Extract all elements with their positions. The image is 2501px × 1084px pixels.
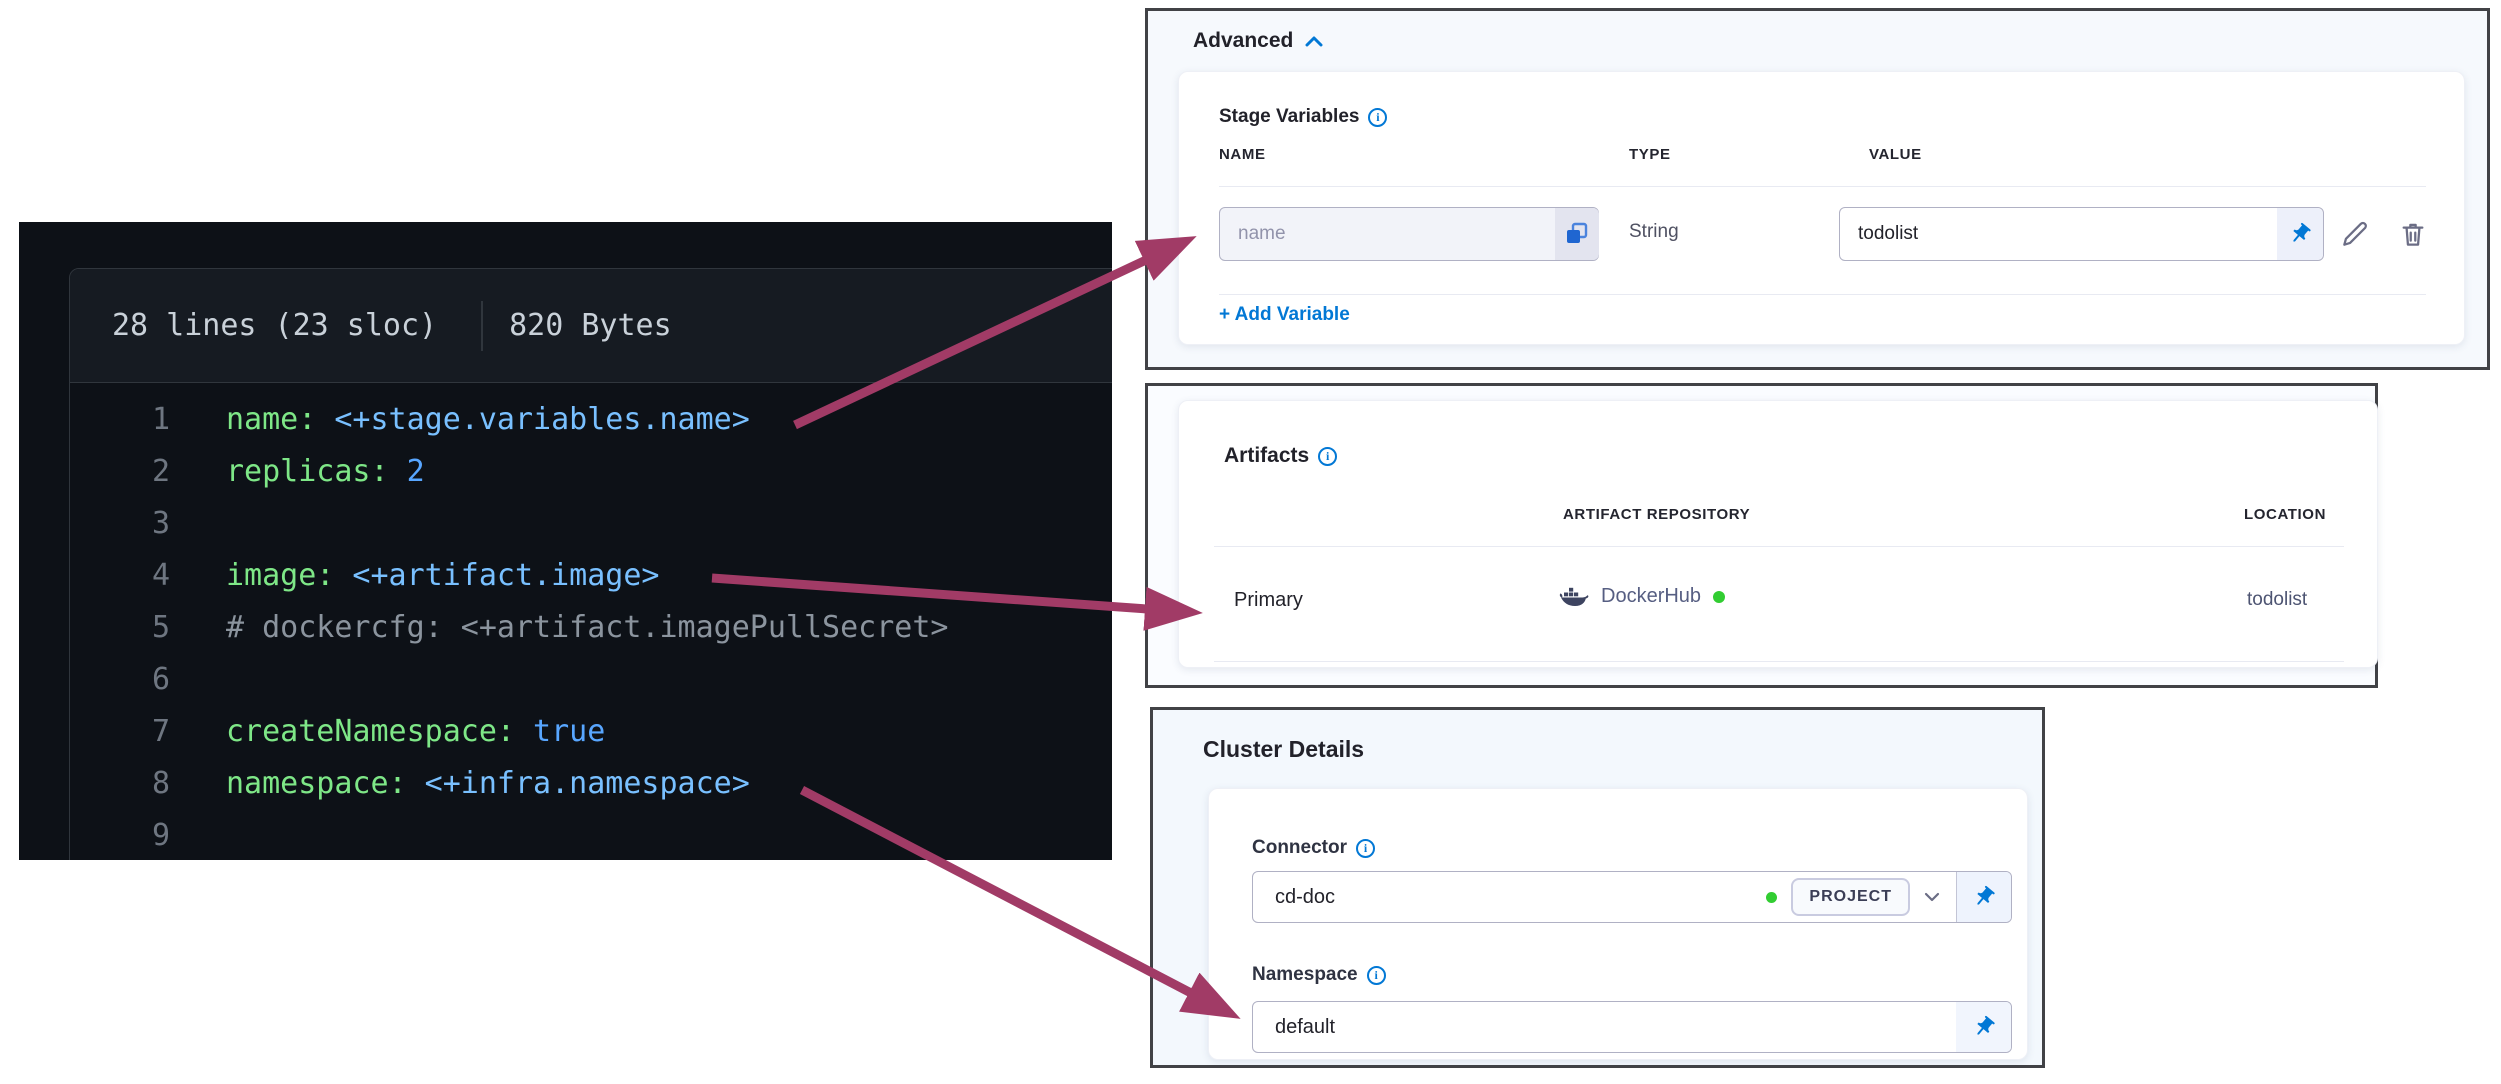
column-header-type: TYPE	[1629, 146, 1671, 163]
code-line: 4 image: <+artifact.image>	[70, 550, 1112, 602]
cluster-details-card: Connector i cd-doc PROJECT	[1208, 788, 2028, 1060]
info-icon[interactable]: i	[1318, 446, 1338, 466]
connector-status-dot	[1713, 590, 1726, 603]
line-number: 3	[151, 506, 170, 541]
column-header-name: NAME	[1219, 146, 1266, 163]
yaml-expression: <+infra.namespace>	[406, 766, 750, 801]
yaml-key: namespace:	[226, 766, 407, 801]
stage-variables-card: Stage Variables i NAME TYPE VALUE String…	[1178, 71, 2465, 345]
fixed-value-pin-button[interactable]	[2277, 208, 2323, 260]
variable-value-input[interactable]: todolist	[1839, 207, 2324, 261]
info-icon[interactable]: i	[1356, 838, 1375, 858]
divider	[1214, 546, 2344, 547]
connector-status-dot	[1766, 891, 1778, 903]
advanced-section-toggle[interactable]: Advanced	[1193, 29, 1323, 53]
github-file-box: 28 lines (23 sloc) 820 Bytes 1 name: <+st…	[69, 268, 1112, 860]
namespace-label: Namespace	[1252, 964, 1358, 985]
code-line: 7 createNamespace: true	[70, 706, 1112, 758]
chevron-down-icon[interactable]	[1924, 892, 1940, 902]
yaml-key: image:	[226, 558, 335, 593]
column-header-value: VALUE	[1869, 146, 1922, 163]
yaml-expression: <+artifact.image>	[334, 558, 660, 593]
delete-trash-icon[interactable]	[2397, 218, 2429, 250]
code-line: 5 # dockercfg: <+artifact.imagePullSecret…	[70, 602, 1112, 654]
yaml-expression: <+stage.variables.name>	[316, 402, 750, 437]
code-line: 3	[70, 498, 1112, 550]
code-line: 1 name: <+stage.variables.name>	[70, 394, 1112, 446]
line-number: 8	[151, 766, 170, 801]
connector-value: cd-doc	[1275, 885, 1336, 908]
yaml-literal: true	[514, 714, 606, 749]
artifacts-title: Artifacts	[1224, 444, 1310, 467]
variable-type: String	[1629, 221, 1679, 242]
pin-icon	[2293, 222, 2311, 242]
line-number: 1	[151, 402, 170, 437]
connector-label: Connector	[1252, 837, 1347, 858]
divider	[1219, 294, 2426, 295]
line-number: 6	[151, 662, 170, 697]
stage-variables-title: Stage Variables	[1219, 106, 1360, 127]
chevron-up-icon[interactable]	[1305, 36, 1323, 47]
line-number: 4	[151, 558, 170, 593]
connector-input[interactable]: cd-doc PROJECT	[1252, 871, 2012, 923]
info-icon[interactable]: i	[1368, 107, 1388, 127]
info-icon[interactable]: i	[1366, 965, 1386, 985]
code-line: 6	[70, 654, 1112, 706]
artifact-row[interactable]: Primary DockerHub	[1179, 549, 2377, 661]
header-divider	[481, 300, 484, 351]
divider	[1214, 661, 2344, 662]
fixed-value-pin-button[interactable]	[1956, 872, 2011, 922]
code-line: 8 namespace: <+infra.namespace>	[70, 758, 1112, 810]
line-number: 7	[151, 714, 170, 749]
line-number: 5	[151, 610, 170, 645]
stage-variable-row: String todolist	[1179, 207, 2464, 263]
copy-icon	[1567, 222, 1588, 243]
pin-icon	[1976, 1015, 1995, 1035]
pin-icon	[1977, 885, 1995, 905]
code-editor-panel: 28 lines (23 sloc) 820 Bytes 1 name: <+st…	[19, 222, 1112, 860]
column-header-artifact-repository: ARTIFACT REPOSITORY	[1563, 506, 1751, 523]
yaml-comment: # dockercfg: <+artifact.imagePullSecret>	[226, 610, 949, 645]
yaml-key: name:	[226, 402, 317, 437]
artifacts-card: Artifacts i ARTIFACT REPOSITORY LOCATION…	[1178, 400, 2378, 668]
add-variable-button[interactable]: + Add Variable	[1219, 304, 1350, 325]
cluster-details-panel: Cluster Details Connector i cd-doc PROJE…	[1150, 707, 2045, 1068]
edit-pencil-icon[interactable]	[2339, 218, 2371, 250]
file-size-info: 820 Bytes	[509, 308, 672, 343]
namespace-value: default	[1275, 1015, 1336, 1038]
advanced-title: Advanced	[1193, 29, 1294, 52]
artifact-label: Primary	[1234, 589, 1303, 611]
yaml-key: createNamespace:	[226, 714, 515, 749]
file-lines-info: 28 lines (23 sloc)	[112, 308, 438, 343]
code-line: 9	[70, 810, 1112, 860]
artifact-repository-name: DockerHub	[1601, 585, 1702, 607]
yaml-key: replicas:	[226, 454, 389, 489]
variable-name-input[interactable]	[1219, 207, 1599, 261]
column-header-location: LOCATION	[2244, 506, 2327, 523]
variable-value: todolist	[1858, 223, 1919, 244]
docker-whale-icon	[1559, 587, 1589, 606]
yaml-literal: 2	[388, 454, 425, 489]
file-stats-header: 28 lines (23 sloc) 820 Bytes	[70, 269, 1112, 383]
artifacts-panel: Artifacts i ARTIFACT REPOSITORY LOCATION…	[1145, 383, 2378, 688]
line-number: 9	[151, 818, 170, 853]
copy-variable-button[interactable]	[1555, 208, 1599, 260]
scope-badge: PROJECT	[1791, 878, 1910, 916]
divider	[1219, 186, 2426, 187]
line-number: 2	[151, 454, 170, 489]
namespace-input[interactable]: default	[1252, 1001, 2012, 1053]
artifact-location: todolist	[2247, 589, 2308, 610]
fixed-value-pin-button[interactable]	[1956, 1002, 2011, 1052]
cluster-details-title: Cluster Details	[1203, 736, 1365, 762]
advanced-panel: Advanced Stage Variables i NAME TYPE VAL…	[1145, 8, 2490, 370]
